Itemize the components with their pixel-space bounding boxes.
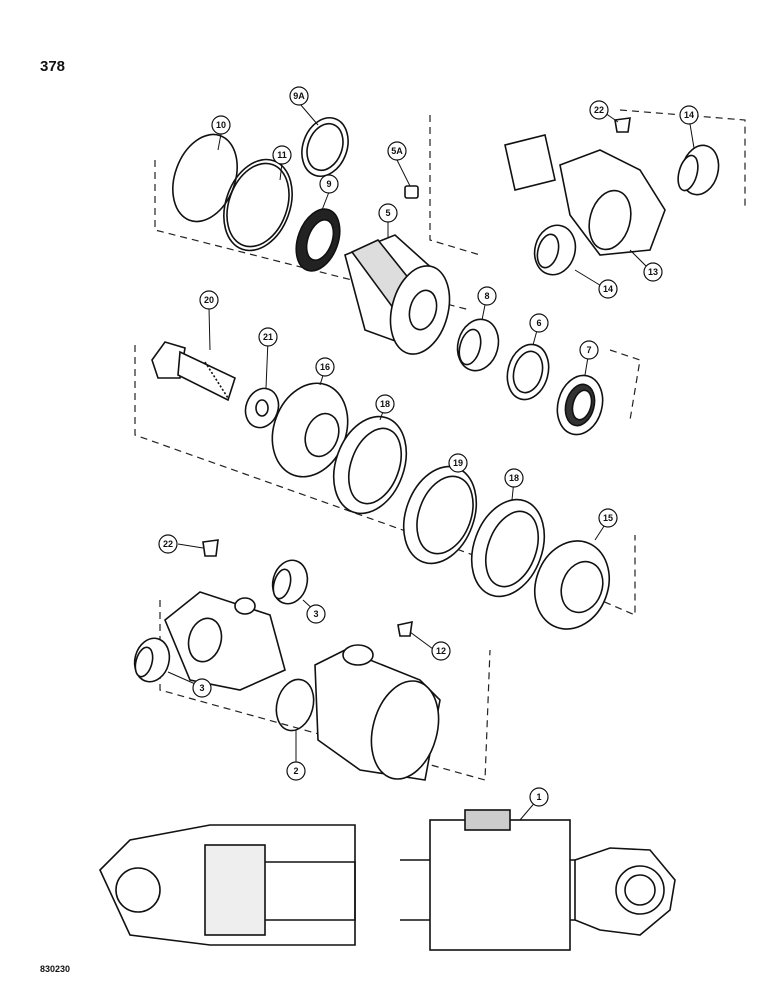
svg-text:21: 21: [263, 332, 273, 342]
svg-text:1: 1: [536, 792, 541, 802]
svg-text:22: 22: [594, 105, 604, 115]
svg-text:7: 7: [586, 345, 591, 355]
bushing-3-lower: [133, 637, 171, 683]
piston-16: [271, 382, 349, 478]
drawing-code: 830230: [40, 964, 71, 974]
bushing-3-upper: [271, 559, 309, 605]
cylinder-head-5: [344, 234, 451, 355]
callout-18-right: 18: [504, 468, 524, 488]
callout-2: 2: [286, 761, 306, 781]
bushing-14-bottom: [533, 224, 577, 276]
callout-7: 7: [579, 340, 599, 360]
svg-text:9A: 9A: [293, 91, 305, 101]
clevis: [164, 591, 286, 691]
svg-text:18: 18: [380, 399, 390, 409]
svg-text:14: 14: [684, 110, 694, 120]
wear-ring-18-right: [470, 498, 546, 598]
callout-3-upper: 3: [306, 604, 326, 624]
wiper-6: [506, 343, 550, 401]
callout-5A: 5A: [387, 141, 407, 161]
rod-eye-13: [504, 134, 666, 256]
callout-11: 11: [272, 145, 292, 165]
svg-text:6: 6: [536, 318, 541, 328]
callout-21: 21: [258, 327, 278, 347]
svg-text:12: 12: [436, 646, 446, 656]
svg-text:9: 9: [326, 179, 331, 189]
svg-text:8: 8: [484, 291, 489, 301]
svg-text:18: 18: [509, 473, 519, 483]
washer-21: [244, 387, 280, 429]
piston-seal-19: [402, 465, 478, 565]
callout-18-left: 18: [375, 394, 395, 414]
callout-9: 9: [319, 174, 339, 194]
wear-ring-18-left: [332, 415, 408, 515]
svg-text:20: 20: [204, 295, 214, 305]
rod-seal-9: [295, 208, 341, 272]
bolt-20: [151, 341, 236, 402]
callout-6: 6: [529, 313, 549, 333]
callout-16: 16: [315, 357, 335, 377]
svg-text:19: 19: [453, 458, 463, 468]
svg-text:2: 2: [293, 766, 298, 776]
page-number: 378: [40, 58, 66, 75]
screw-12: [397, 620, 413, 637]
svg-text:5: 5: [385, 208, 390, 218]
callout-13: 13: [643, 262, 663, 282]
seal-7: [556, 374, 604, 436]
callout-12: 12: [431, 641, 451, 661]
o-ring-2: [275, 678, 315, 732]
callout-14-bottom: 14: [598, 279, 618, 299]
callout-22-top: 22: [589, 100, 609, 120]
callout-22-bottom: 22: [158, 534, 178, 554]
callout-9A: 9A: [289, 86, 309, 106]
bushing-14-top: [677, 144, 720, 196]
callout-19: 19: [448, 453, 468, 473]
pin-5A: [404, 185, 419, 199]
callout-15: 15: [598, 508, 618, 528]
svg-text:3: 3: [313, 609, 318, 619]
callout-10: 10: [211, 115, 231, 135]
grease-fitting-22-top: [614, 117, 631, 133]
callout-8: 8: [477, 286, 497, 306]
callout-5: 5: [378, 203, 398, 223]
svg-text:5A: 5A: [391, 146, 403, 156]
svg-text:10: 10: [216, 120, 226, 130]
o-ring-11: [223, 158, 293, 252]
svg-text:11: 11: [277, 150, 287, 160]
svg-text:15: 15: [603, 513, 613, 523]
piston-nut-15: [534, 540, 610, 630]
svg-text:16: 16: [320, 362, 330, 372]
assembled-cylinder-section: [99, 809, 676, 951]
cylinder-tube: [314, 644, 441, 781]
svg-text:13: 13: [648, 267, 658, 277]
svg-text:3: 3: [199, 683, 204, 693]
callouts: 10 9A 11 9 5A 5 22 14 13 14 20 21 16 18 …: [158, 86, 699, 807]
backup-ring-9A: [301, 117, 349, 177]
callout-20: 20: [199, 290, 219, 310]
grease-fitting-22-bottom: [202, 539, 219, 557]
svg-text:22: 22: [163, 539, 173, 549]
bushing-8: [456, 318, 500, 372]
svg-text:14: 14: [603, 284, 613, 294]
callout-14-top: 14: [679, 105, 699, 125]
callout-3-lower: 3: [192, 678, 212, 698]
callout-1: 1: [529, 787, 549, 807]
